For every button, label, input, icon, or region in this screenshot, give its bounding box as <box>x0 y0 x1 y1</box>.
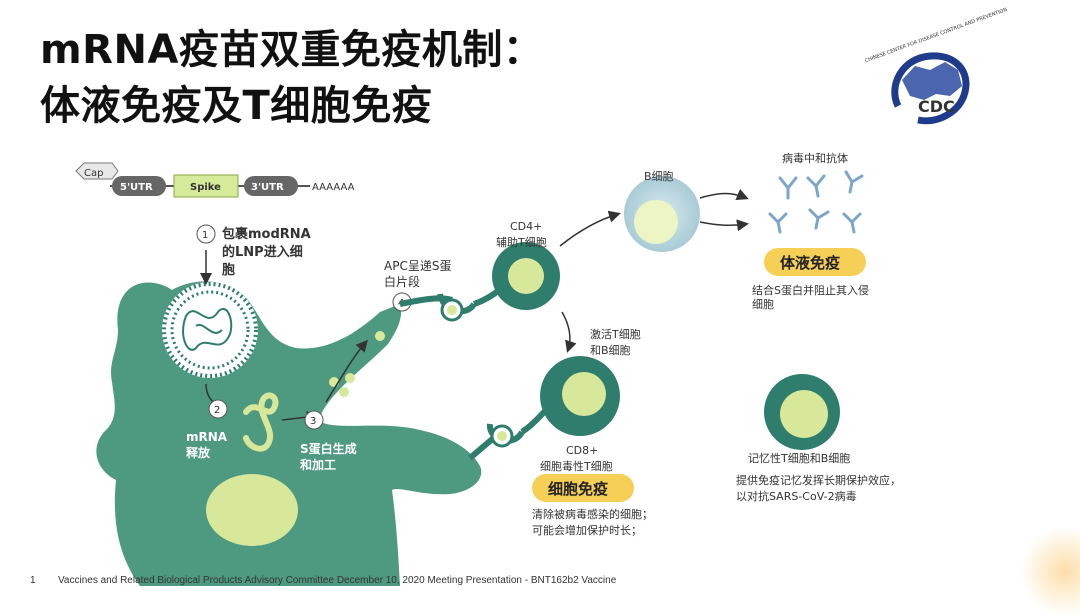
step-3-label-1: S蛋白生成 <box>300 441 357 456</box>
s-protein-dots <box>329 331 385 397</box>
mhc-receptor-lower <box>487 407 549 448</box>
immune-mechanism-diagram: CHINESE CENTER FOR DISEASE CONTROL AND P… <box>75 7 1008 586</box>
svg-text:2: 2 <box>214 405 220 416</box>
humoral-desc-1: 结合S蛋白并阻止其入侵 <box>752 283 869 297</box>
step-3-label-2: 和加工 <box>299 457 336 472</box>
step-1-label-3: 胞 <box>221 262 235 278</box>
cd4-label-2: 辅助T细胞 <box>496 235 547 249</box>
footnote-number: 1 <box>30 575 36 586</box>
svg-text:体液免疫: 体液免疫 <box>780 254 840 272</box>
memory-cell: 记忆性T细胞和B细胞 <box>748 374 850 465</box>
title-line-1: mRNA疫苗双重免疫机制： <box>40 27 544 73</box>
memory-label: 记忆性T细胞和B细胞 <box>748 451 850 465</box>
slide-title: mRNA疫苗双重免疫机制： 体液免疫及T细胞免疫 <box>40 22 543 134</box>
footnote: 1 Vaccines and Related Biological Product… <box>30 575 616 586</box>
humoral-immunity-badge: 体液免疫 <box>764 248 866 276</box>
cd8-label-2: 细胞毒性T细胞 <box>540 459 613 473</box>
apc-nucleus <box>206 474 298 546</box>
memory-desc-1: 提供免疫记忆发挥长期保护效应， <box>736 473 901 487</box>
b-cell-label: B细胞 <box>644 170 674 183</box>
cellular-desc-2: 可能会增加保护时长； <box>532 523 642 537</box>
svg-text:3: 3 <box>310 416 316 427</box>
antibody-label: 病毒中和抗体 <box>782 151 848 165</box>
spike-label: Spike <box>190 182 221 193</box>
step-1-label-1: 包裹modRNA <box>222 226 311 242</box>
step-3: 3 S蛋白生成 和加工 <box>299 410 357 472</box>
step-1-label-2: 的LNP进入细 <box>222 244 303 260</box>
step-2-label-1: mRNA <box>186 430 228 444</box>
memory-desc-2: 以对抗SARS-CoV-2病毒 <box>736 489 857 503</box>
humoral-desc-2: 细胞 <box>752 298 774 311</box>
cd4-helper-t-cell: CD4+ 辅助T细胞 <box>492 220 560 310</box>
svg-text:细胞免疫: 细胞免疫 <box>548 480 608 498</box>
utr5-pill <box>112 176 166 196</box>
mrna-construct: Cap 5'UTR Spike 3'UTR AAAAAA <box>75 162 355 198</box>
cd4-label-1: CD4+ <box>510 220 542 233</box>
step-1: 1 包裹modRNA 的LNP进入细 胞 <box>196 224 311 278</box>
step-2-label-2: 释放 <box>186 445 211 460</box>
activate-label-2: 和B细胞 <box>590 344 631 357</box>
cdc-logo: CHINESE CENTER FOR DISEASE CONTROL AND P… <box>864 7 1008 149</box>
apc-cell <box>96 281 482 586</box>
cellular-desc-1: 清除被病毒感染的细胞； <box>532 507 653 521</box>
polya-tail: AAAAAA <box>312 182 355 193</box>
step-4-label-2: 白片段 <box>384 274 420 289</box>
step-2: 2 mRNA 释放 <box>186 399 228 460</box>
logo-abbr: CDC <box>918 97 955 116</box>
spike-box <box>173 174 239 198</box>
footnote-text: Vaccines and Related Biological Products… <box>58 575 617 586</box>
antibodies: 病毒中和抗体 <box>768 151 864 234</box>
mrna-squiggle <box>243 392 279 452</box>
activate-label-1: 激活T细胞 <box>590 327 641 341</box>
cellular-immunity-badge: 细胞免疫 <box>532 474 634 502</box>
cd8-label-1: CD8+ <box>566 444 598 457</box>
utr3-pill <box>244 176 298 196</box>
title-line-2: 体液免疫及T细胞免疫 <box>40 83 433 129</box>
cd8-cytotoxic-t-cell: CD8+ 细胞毒性T细胞 <box>540 356 620 473</box>
step-4-label-1: APC呈递S蛋 <box>384 259 451 273</box>
svg-text:1: 1 <box>202 230 208 241</box>
lnp-particle <box>162 282 258 378</box>
cap-tag <box>75 162 119 180</box>
b-cell: B细胞 <box>624 170 700 252</box>
utr5-label: 5'UTR <box>120 182 153 193</box>
utr3-label: 3'UTR <box>251 182 284 193</box>
cap-label: Cap <box>84 168 103 179</box>
